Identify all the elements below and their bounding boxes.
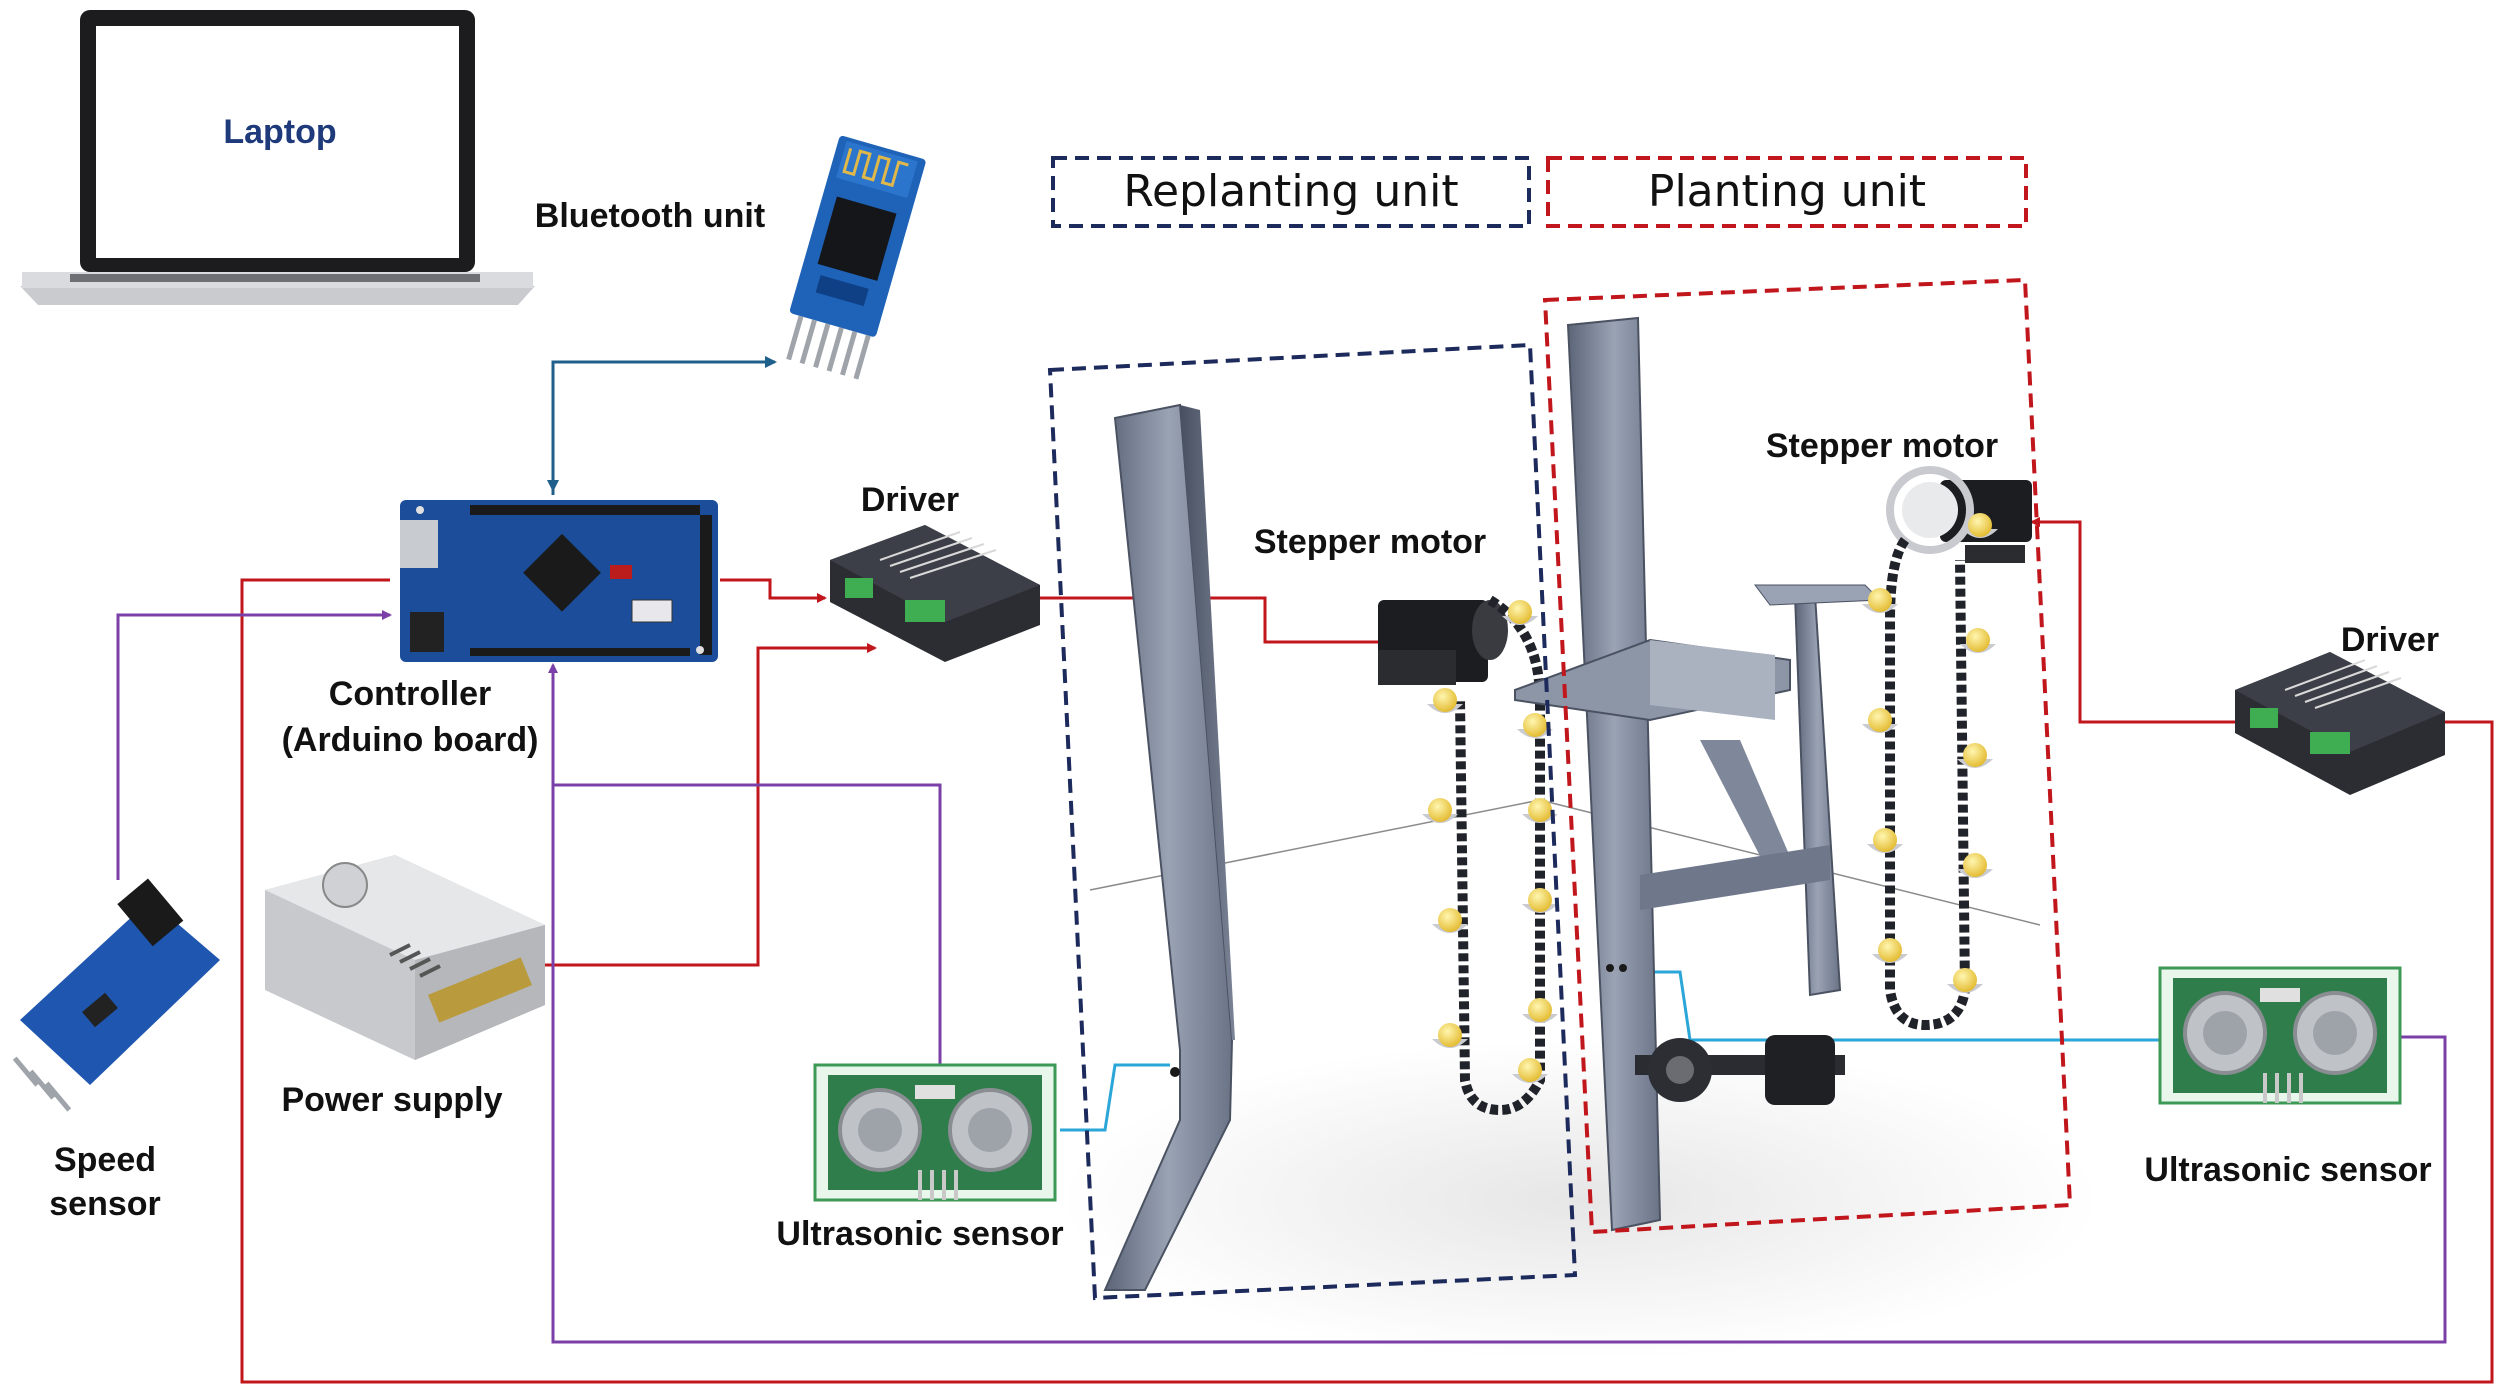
stepper-motor-icon-left [1378, 600, 1508, 685]
controller-label-line1: Controller [328, 675, 492, 713]
seed [1868, 588, 1892, 612]
laptop-icon [20, 10, 535, 305]
power-supply-label: Power supply [281, 1081, 503, 1119]
speed-signal-wire [116, 610, 392, 880]
seed [1508, 600, 1532, 624]
bluetooth-wire [551, 356, 777, 495]
ultrasonic-right-signal-wire [548, 663, 2447, 1344]
speed-sensor-icon [12, 878, 220, 1112]
laptop-label: Laptop [223, 113, 337, 151]
speed-sensor-label-line1: Speed [53, 1141, 157, 1179]
seed [1963, 743, 1987, 767]
ultrasonic-sensor-icon-right [2158, 966, 2402, 1105]
seed [1868, 708, 1892, 732]
ultrasonic-right-label: Ultrasonic sensor [2144, 1151, 2432, 1189]
power-supply-icon [265, 855, 545, 1060]
seed [1878, 938, 1902, 962]
control-wire-stepper-right [2030, 517, 2235, 724]
stepper-driver-icon-right [2235, 652, 2445, 795]
replanting-unit-box [1047, 156, 1578, 1301]
seed-chain-left [1422, 595, 1558, 1116]
stepper-right-label: Stepper motor [1765, 427, 1999, 465]
seed [1528, 798, 1552, 822]
power-wire-supply [540, 643, 877, 967]
ultrasonic-left-cyan-wire [1060, 1063, 1170, 1132]
stepper-driver-icon-left [830, 525, 1040, 662]
seed [1963, 853, 1987, 877]
planting-frame-icon [1514, 316, 1882, 1232]
ultrasonic-left-signal-wire [553, 783, 942, 1070]
arduino-board-icon [400, 500, 718, 662]
power-wire-loop [240, 578, 2494, 1384]
seed [1518, 1058, 1542, 1082]
driver-left-label: Driver [860, 481, 960, 519]
stepper-motor-icon-right [1886, 466, 2032, 563]
seed [1528, 998, 1552, 1022]
bluetooth-module-icon [786, 135, 926, 380]
seed [1438, 1023, 1462, 1047]
replanting-frame-icon [1103, 403, 1235, 1291]
seed [1968, 513, 1992, 537]
control-wire-driver-left [720, 578, 827, 603]
seed-chain-right [1862, 513, 1998, 1031]
seed [1438, 908, 1462, 932]
speed-sensor-label-line2: sensor [49, 1185, 161, 1223]
seed [1966, 628, 1990, 652]
bluetooth-label: Bluetooth unit [534, 197, 766, 235]
seed [1428, 798, 1452, 822]
seed [1873, 828, 1897, 852]
planting-unit-box [1542, 156, 2073, 1235]
wiring [116, 356, 2494, 1384]
seed [1953, 968, 1977, 992]
stepper-left-label: Stepper motor [1253, 523, 1487, 561]
seed [1528, 888, 1552, 912]
ultrasonic-left-label: Ultrasonic sensor [776, 1215, 1064, 1253]
seed [1433, 688, 1457, 712]
planting-unit-title: Planting unit [1647, 166, 1927, 217]
ultrasonic-sensor-icon-left [813, 1063, 1057, 1202]
controller-label-line2: (Arduino board) [281, 721, 539, 759]
replanting-unit-title: Replanting unit [1123, 166, 1459, 217]
seed [1523, 713, 1547, 737]
driver-right-label: Driver [2340, 621, 2440, 659]
